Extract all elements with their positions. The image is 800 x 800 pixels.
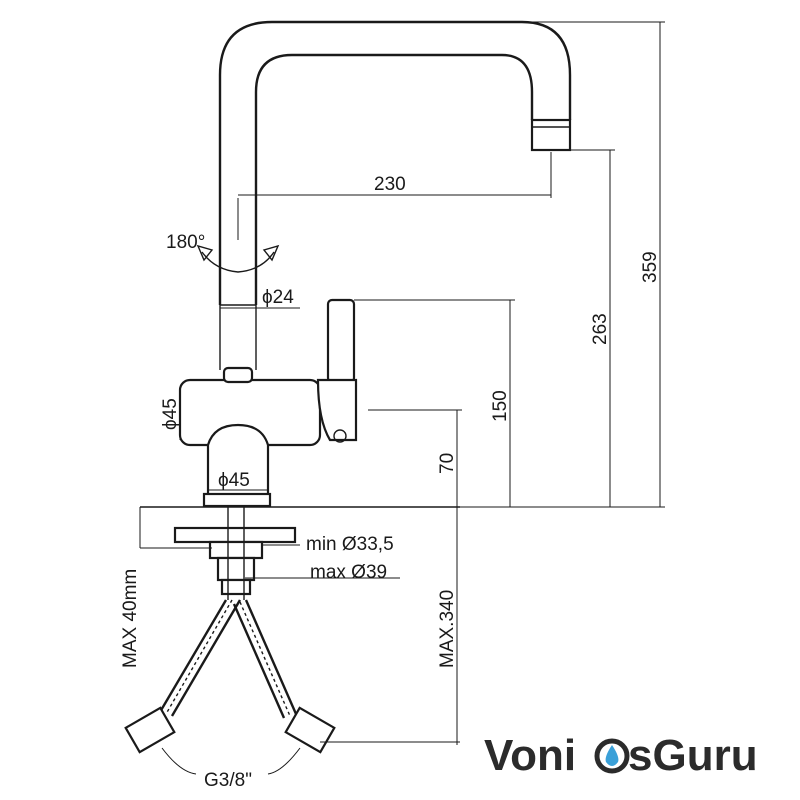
dim-spout-outlet-height: 263 [590,313,611,345]
dim-total-height: 359 [640,251,661,283]
dim-max-thickness: MAX 40mm [120,569,141,668]
watermark-text-2: sGuru [628,731,758,780]
watermark-text-1: Voni [484,731,576,780]
mounting-plate [173,526,297,544]
base-flange [202,492,272,508]
dim-spout-reach: 230 [374,174,406,195]
dim-body-height: 70 [437,453,458,474]
dim-hole-max: max Ø39 [310,562,387,583]
hose-nut-right [284,706,336,754]
dim-body-diameter: ϕ45 [160,398,181,430]
hose-nut-left [124,706,176,754]
dim-hole-min: min Ø33,5 [306,534,394,555]
lever-handle [326,298,356,384]
dim-connection: G3/8" [204,770,252,791]
watermark-logo: Voni sGuru [484,731,758,780]
dimension-lines [139,21,665,775]
spout-aerator [530,118,572,152]
dim-spout-diameter: ϕ24 [262,287,294,308]
dim-rotation: 180° [166,232,205,253]
mounting-kit [140,506,460,600]
dim-base-diameter: ϕ45 [218,470,250,491]
rotation-arrow-icon [196,198,280,273]
mixer-body [178,298,358,508]
water-drop-icon [594,738,630,774]
dim-lever-height: 150 [490,390,511,422]
dim-hose-length: MAX.340 [437,590,458,668]
spout [218,20,572,370]
flexible-hoses [124,599,336,754]
